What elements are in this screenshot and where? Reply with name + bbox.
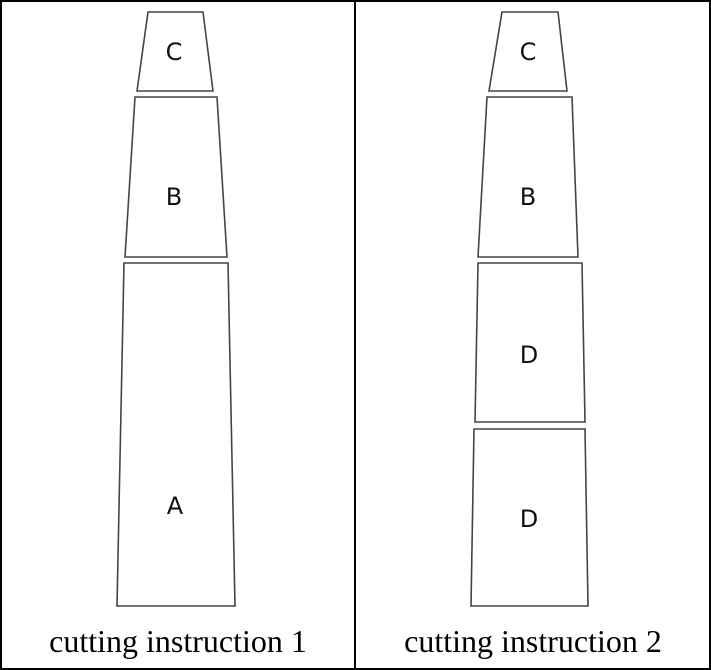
piece-c-panel-1 bbox=[136, 11, 214, 92]
piece-c-panel-2 bbox=[488, 11, 568, 92]
panel-cutting-instruction-1: C B A cutting instruction 1 bbox=[49, 11, 307, 659]
piece-label-c-panel-1: C bbox=[166, 38, 183, 66]
piece-d-panel-2-lower bbox=[470, 428, 589, 607]
piece-label-b-panel-1: B bbox=[166, 183, 182, 211]
piece-label-d-panel-2-upper: D bbox=[520, 341, 538, 369]
piece-label-b-panel-2: B bbox=[520, 183, 536, 211]
panel-2-caption: cutting instruction 2 bbox=[404, 623, 662, 659]
piece-label-d-panel-2-lower: D bbox=[520, 505, 538, 533]
piece-b-panel-2 bbox=[477, 96, 579, 258]
panel-cutting-instruction-2: C B D D cutting instruction 2 bbox=[404, 11, 662, 659]
piece-label-c-panel-2: C bbox=[520, 38, 537, 66]
piece-d-panel-2-upper bbox=[474, 262, 586, 423]
piece-label-a-panel-1: A bbox=[167, 492, 184, 520]
panel-1-caption: cutting instruction 1 bbox=[49, 623, 307, 659]
piece-a-panel-1 bbox=[116, 262, 236, 607]
piece-b-panel-1 bbox=[124, 96, 228, 258]
